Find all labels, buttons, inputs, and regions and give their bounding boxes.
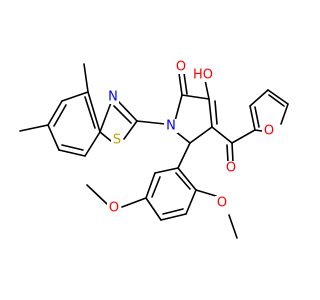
atom-labels: N S N O HO O O O	[107, 60, 276, 216]
svg-text:O: O	[264, 124, 274, 139]
bond	[267, 89, 289, 105]
bond	[181, 94, 210, 100]
bond	[175, 172, 191, 190]
bond	[195, 189, 217, 197]
svg-text:S: S	[113, 133, 121, 148]
bond	[121, 197, 147, 208]
bond	[174, 94, 183, 122]
bond	[177, 167, 197, 191]
bond	[123, 120, 138, 140]
oxygen-lactam-label: O	[174, 60, 188, 75]
bond	[231, 142, 234, 163]
bond	[99, 131, 112, 142]
bond	[231, 129, 256, 144]
oxygen-ketone-label: O	[224, 161, 238, 176]
nitrogen-pyrrolone-label: N	[164, 119, 178, 134]
svg-text:N: N	[108, 90, 118, 105]
oxygen-methoxy-upper-label: O	[215, 196, 229, 211]
sulfur-thiazole-label: S	[111, 133, 123, 148]
bonds	[19, 63, 289, 239]
bond	[280, 103, 289, 125]
bond	[58, 149, 86, 157]
bond	[84, 96, 96, 129]
svg-text:O: O	[176, 60, 186, 75]
bond	[162, 208, 184, 215]
bond	[136, 120, 166, 125]
bond	[47, 100, 63, 126]
bond	[185, 189, 197, 215]
svg-text:O: O	[109, 201, 119, 216]
bond	[145, 197, 162, 221]
molecule-diagram: N S N O HO O O O	[19, 60, 289, 239]
svg-text:N: N	[166, 119, 176, 134]
bond	[268, 94, 285, 107]
bond	[249, 89, 269, 107]
bond	[19, 124, 49, 132]
bond	[228, 214, 238, 239]
bond	[226, 144, 229, 163]
bond	[211, 126, 233, 144]
structure-svg: N S N O HO O O O	[19, 60, 289, 239]
bond	[177, 142, 191, 169]
bond	[84, 131, 101, 157]
bond	[87, 91, 101, 133]
bond	[160, 213, 187, 221]
bond	[249, 105, 256, 131]
hydroxyl-label: HO	[192, 68, 214, 83]
bond	[99, 99, 113, 133]
bond	[53, 104, 67, 127]
bond	[214, 100, 218, 125]
bond	[151, 176, 161, 198]
bond	[208, 98, 213, 128]
bond	[254, 106, 260, 128]
svg-text:O: O	[226, 161, 236, 176]
oxygen-methoxy-lower-label: O	[107, 201, 121, 216]
bond	[47, 124, 60, 151]
bond	[61, 91, 89, 102]
bond	[113, 105, 132, 124]
bond	[154, 167, 179, 174]
svg-text:HO: HO	[193, 68, 213, 83]
bond	[183, 72, 188, 95]
nitrogen-thiazole-label: N	[107, 90, 119, 105]
svg-text:O: O	[217, 196, 227, 211]
bond	[83, 63, 89, 93]
bond	[204, 79, 210, 100]
bond	[145, 172, 156, 199]
bond	[178, 72, 183, 96]
bond	[61, 144, 84, 151]
bond	[86, 184, 108, 205]
bond	[189, 126, 213, 144]
oxygen-furan-label: O	[262, 124, 276, 139]
bond	[117, 100, 138, 122]
